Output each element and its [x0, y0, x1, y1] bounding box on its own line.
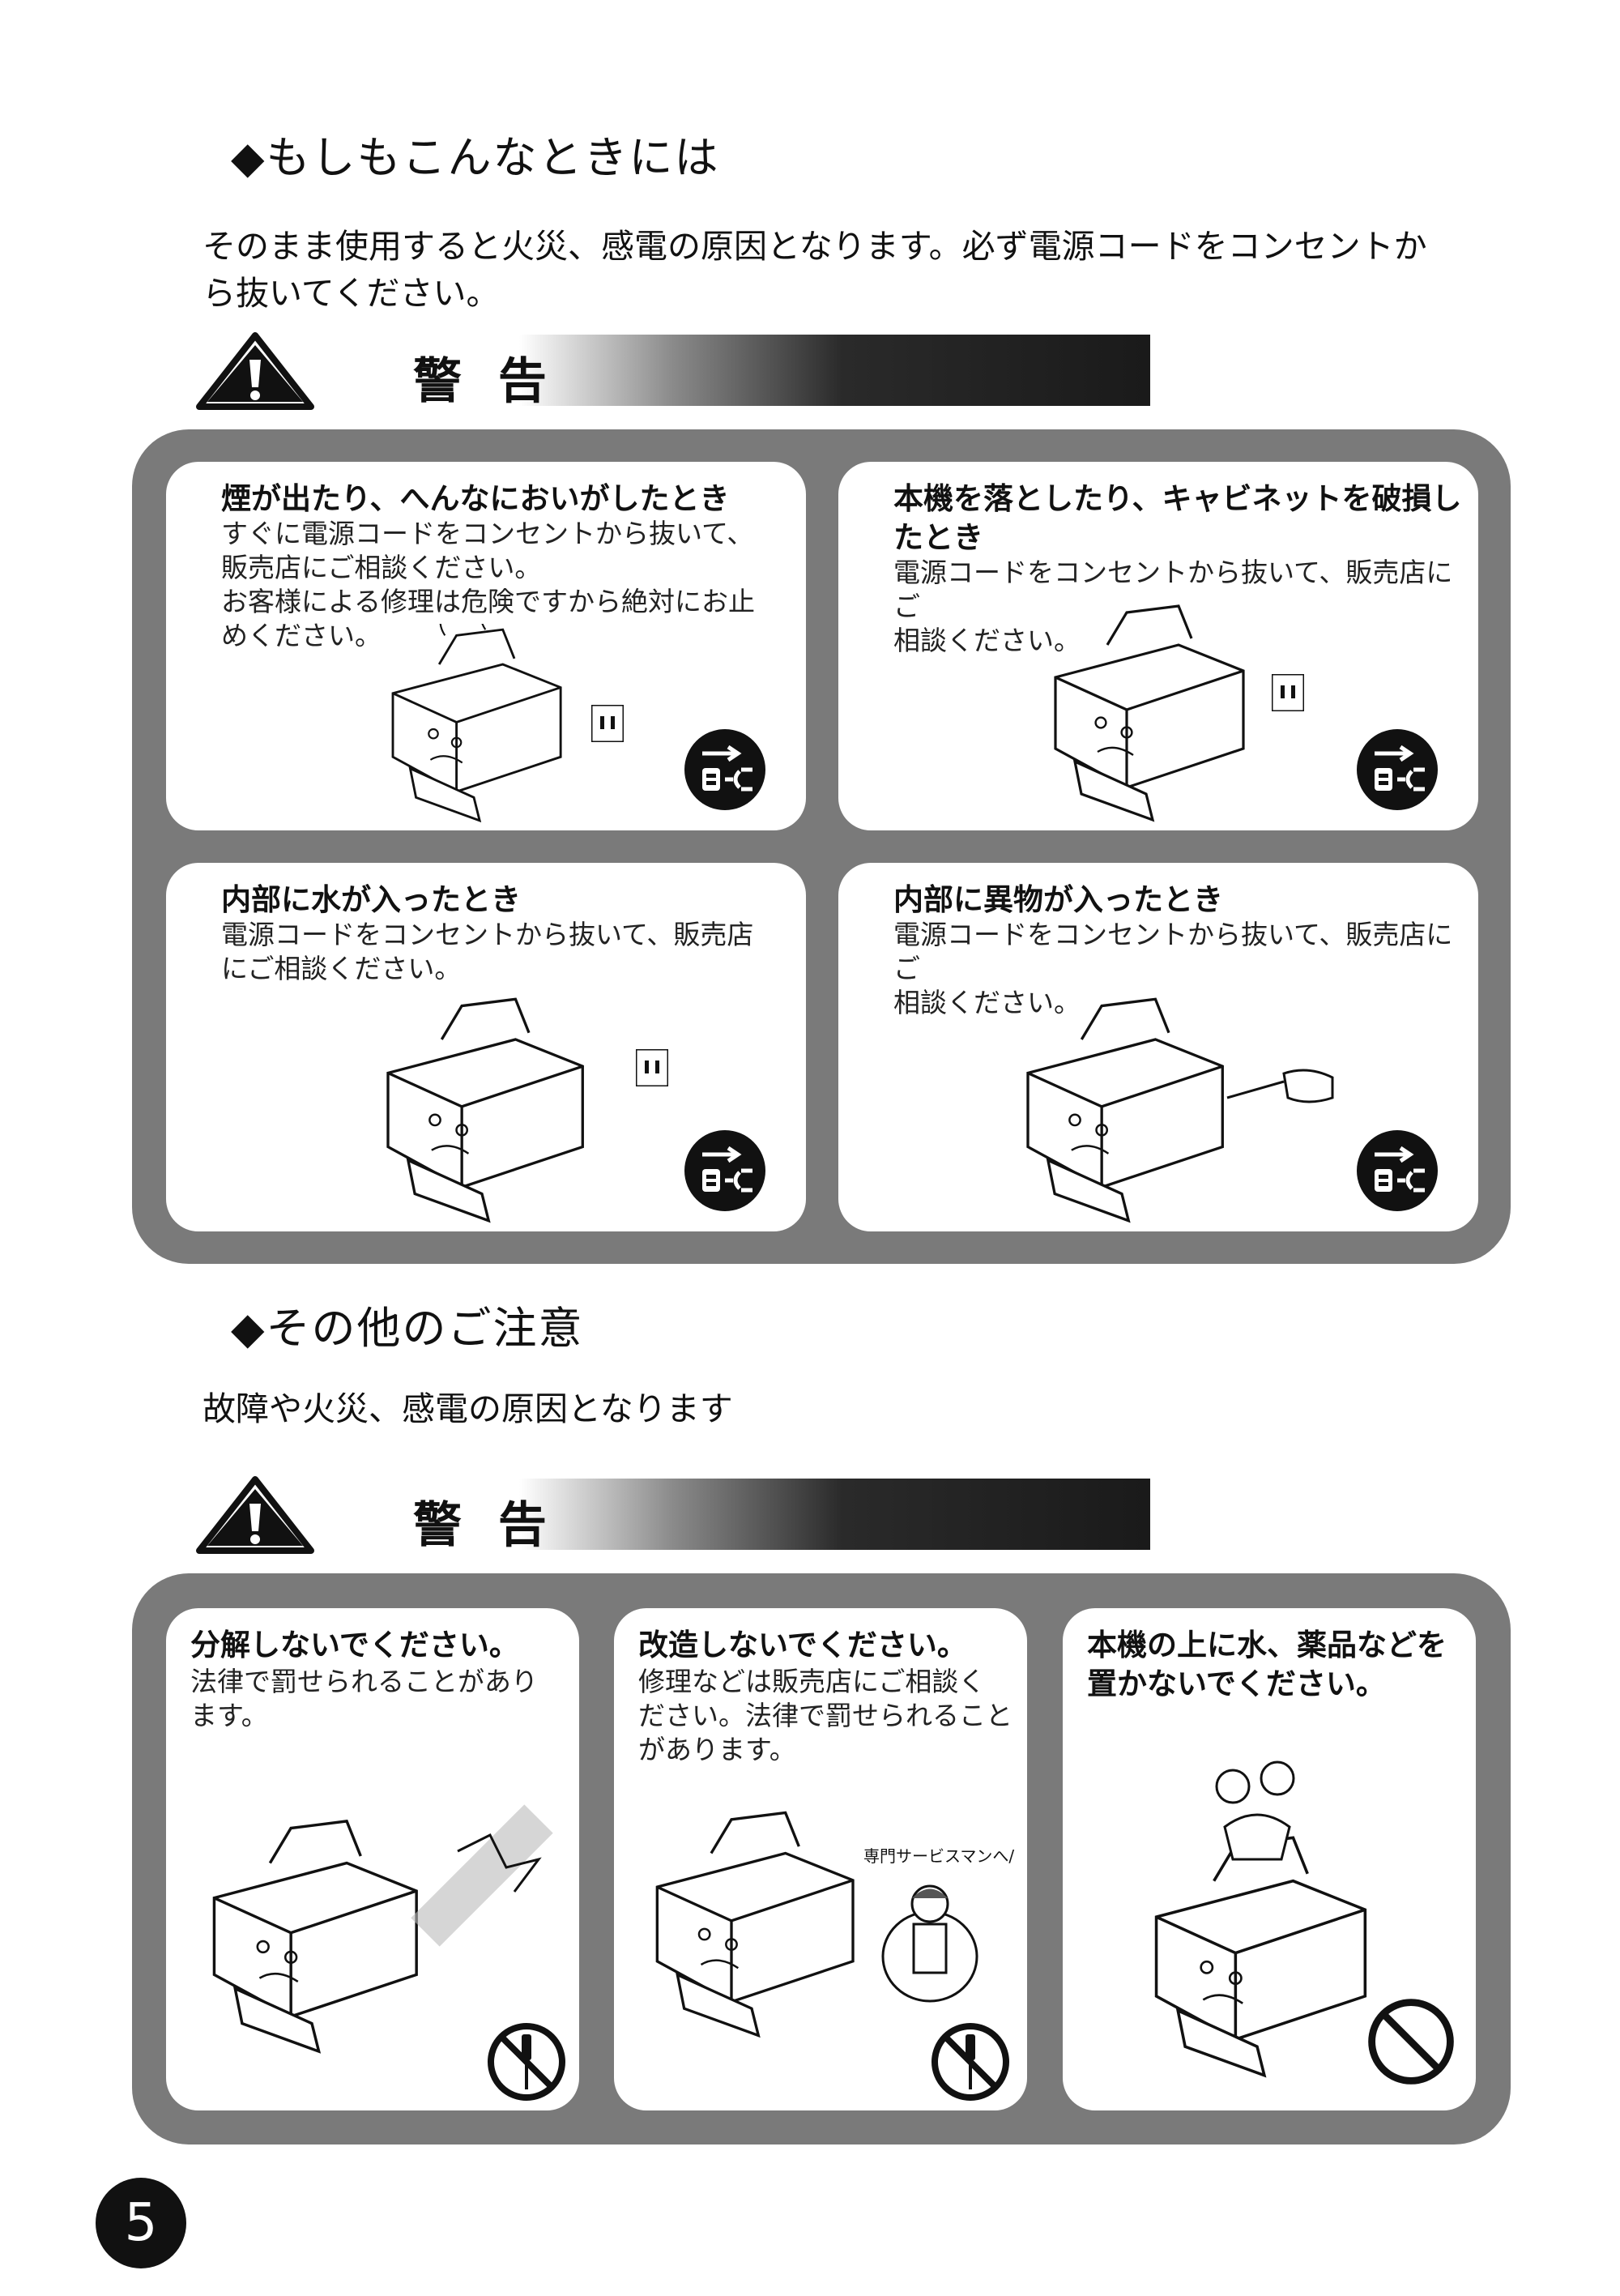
card-title: 煙が出たり、へんなにおいがしたとき [221, 481, 730, 516]
card-body: 電源コードをコンセントから抜いて、販売店 にご相談ください。 [221, 918, 753, 986]
section-lead-other: 故障や火災、感電の原因となります [202, 1389, 733, 1428]
card-title: 本機の上に水、薬品などを 置かないでください。 [1087, 1626, 1447, 1704]
page-number: 5 [96, 2178, 186, 2268]
card-body-line: めください。 [221, 620, 382, 651]
prohibited-icon [1366, 1997, 1456, 2086]
card-body-line: 相談ください。 [893, 987, 1081, 1018]
card-title: 分解しないでください。 [190, 1628, 519, 1662]
warning-header: 警 告 [194, 1474, 1166, 1554]
card-title-line: 本機を落としたり、キャビネットを破損し [893, 481, 1462, 516]
card-title-line: 置かないでください。 [1087, 1667, 1386, 1701]
card-no-modification: 改造しないでください。 修理などは販売店にご相談く ださい。法律で罰せられること… [614, 1608, 1027, 2110]
card-title: 本機を落としたり、キャビネットを破損し たとき [893, 480, 1462, 557]
card-body-line: にご相談ください。 [221, 953, 462, 984]
card-dropped-damaged: 本機を落としたり、キャビネットを破損し たとき 電源コードをコンセントから抜いて… [838, 462, 1478, 830]
card-title-line: 本機の上に水、薬品などを [1087, 1628, 1447, 1662]
card-body-line: 販売店にご相談ください。 [221, 552, 542, 583]
warning-header: 警 告 [194, 331, 1166, 410]
card-title: 内部に異物が入ったとき [893, 882, 1223, 917]
service-person-caption: 専門サービスマンへ/ [863, 1846, 1015, 1866]
card-foreign-object: 内部に異物が入ったとき 電源コードをコンセントから抜いて、販売店にご 相談くださ… [838, 863, 1478, 1231]
tools-illustration [411, 1804, 553, 1947]
hand-inserting-object-illustration [1226, 1069, 1334, 1103]
card-body-line: すぐに電源コードをコンセントから抜いて、 [221, 518, 754, 549]
no-disassembly-icon [486, 2021, 567, 2102]
card-smoke-smell: 煙が出たり、へんなにおいがしたとき すぐに電源コードをコンセントから抜いて、 販… [166, 462, 806, 830]
fax-smoke-illustration [391, 624, 562, 822]
card-body-line: ださい。法律で罰せられること [638, 1700, 1013, 1731]
card-body-line: 相談ください。 [893, 625, 1081, 656]
card-title-line: たとき [893, 520, 983, 555]
fax-disassembly-illustration [212, 1820, 418, 2053]
warning-triangle-icon [196, 1476, 314, 1554]
card-body-line: があります。 [638, 1734, 796, 1765]
service-person-illustration [881, 1884, 978, 2003]
unplug-icon [684, 1130, 765, 1211]
lead-line: そのまま使用すると火災、感電の原因となります。必ず電源コードをコンセントか [202, 227, 1427, 266]
card-body: 法律で罰せられることがあり ます。 [190, 1665, 538, 1733]
fax-water-illustration [386, 997, 584, 1223]
card-no-disassembly: 分解しないでください。 法律で罰せられることがあり ます。 [166, 1608, 579, 2110]
section-title-emergency: ◆もしもこんなときには [231, 132, 720, 183]
section-lead-emergency: そのまま使用すると火災、感電の原因となります。必ず電源コードをコンセントか ら抜… [202, 223, 1498, 317]
flower-vase-illustration [1215, 1760, 1295, 1861]
warning-label: 警 告 [413, 1497, 556, 1554]
card-body-line: 電源コードをコンセントから抜いて、販売店 [221, 919, 754, 950]
warning-gradient-bar [381, 1479, 1150, 1550]
card-title: 改造しないでください。 [638, 1628, 967, 1662]
card-no-liquids-on-top: 本機の上に水、薬品などを 置かないでください。 [1063, 1608, 1476, 2110]
warning-gradient-bar [381, 335, 1150, 406]
card-body-line: 法律で罰せられることがあり [190, 1666, 538, 1697]
section-title-other-cautions: ◆その他のご注意 [231, 1303, 584, 1354]
unplug-icon [1357, 729, 1438, 810]
card-title: 内部に水が入ったとき [221, 882, 521, 917]
outlet-icon [591, 705, 624, 742]
fax-modification-illustration [655, 1811, 855, 2038]
unplug-icon [684, 729, 765, 810]
no-disassembly-icon [930, 2021, 1011, 2102]
card-body-line: 電源コードをコンセントから抜いて、販売店にご [893, 557, 1453, 622]
card-water-inside: 内部に水が入ったとき 電源コードをコンセントから抜いて、販売店 にご相談ください… [166, 863, 806, 1231]
card-body: すぐに電源コードをコンセントから抜いて、 販売店にご相談ください。 お客様による… [221, 517, 755, 653]
warning-triangle-icon [196, 332, 314, 410]
card-body-line: 修理などは販売店にご相談く [638, 1666, 986, 1697]
outlet-icon [636, 1049, 668, 1086]
fax-damaged-illustration [1054, 604, 1245, 822]
unplug-icon [1357, 1130, 1438, 1211]
lead-line: ら抜いてください。 [202, 274, 500, 313]
outlet-icon [1272, 674, 1304, 711]
card-body: 修理などは販売店にご相談く ださい。法律で罰せられること があります。 [638, 1665, 1013, 1767]
card-body-line: ます。 [190, 1700, 268, 1731]
card-body: 電源コードをコンセントから抜いて、販売店にご 相談ください。 [893, 918, 1478, 1020]
card-body-line: 電源コードをコンセントから抜いて、販売店にご [893, 919, 1453, 984]
card-body-line: お客様による修理は危険ですから絶対にお止 [221, 586, 756, 617]
warning-label: 警 告 [413, 353, 556, 410]
card-body: 電源コードをコンセントから抜いて、販売店にご 相談ください。 [893, 556, 1478, 658]
